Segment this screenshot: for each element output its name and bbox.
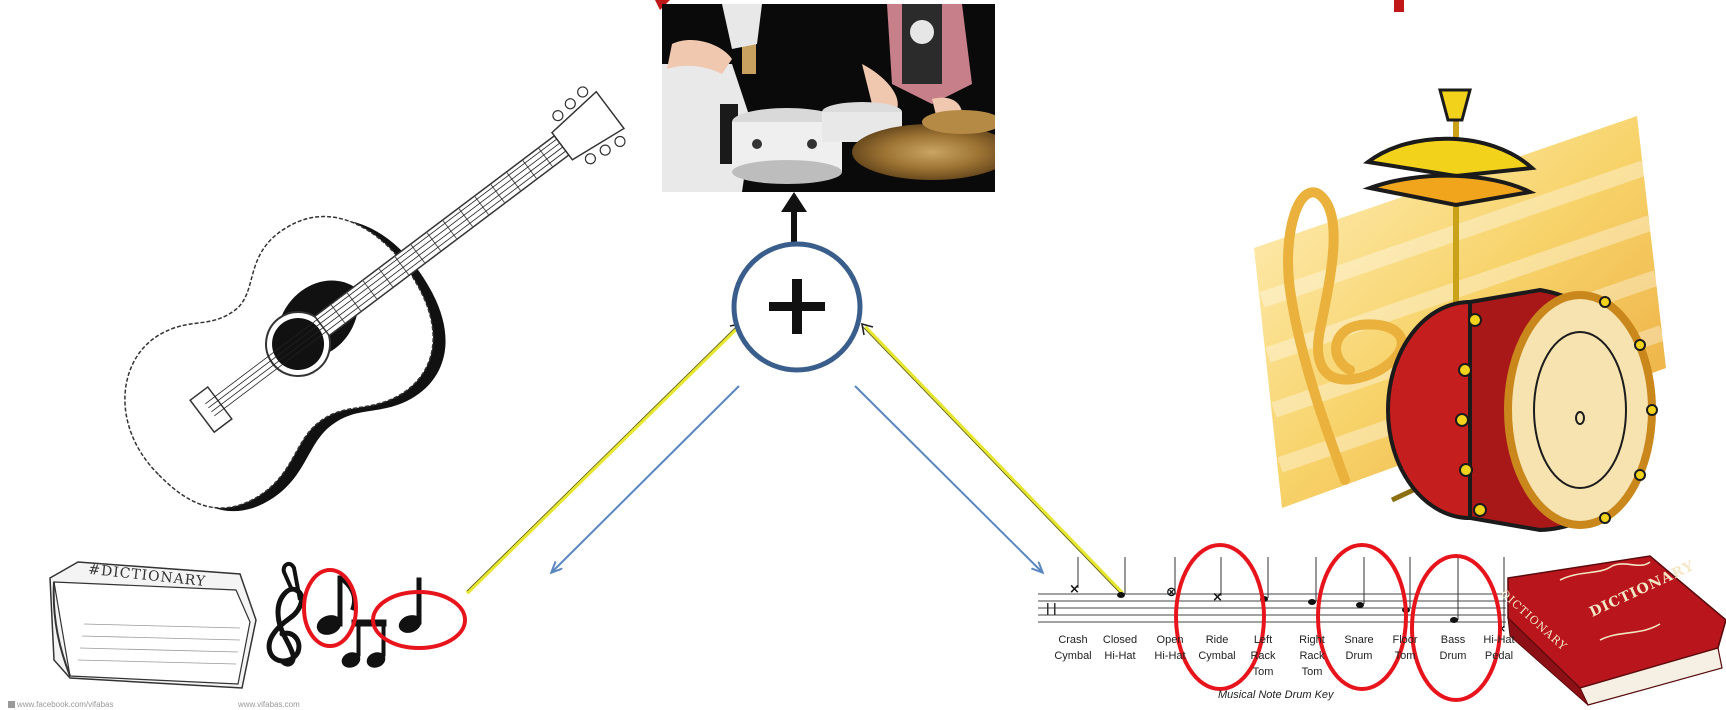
right-dictionary-book <box>1507 555 1726 706</box>
plus-circle <box>731 241 863 373</box>
treble-clef-icon <box>266 586 305 667</box>
drum-key-label: Snare Drum <box>1344 634 1374 662</box>
drum-key-label: Closed Hi-Hat <box>1102 634 1138 662</box>
blue-arrow-left <box>552 385 740 572</box>
bass-drum-cymbal-clipart <box>1254 88 1666 533</box>
drum-key-label: Floor Tom <box>1392 634 1418 662</box>
highlight-snare-drum <box>1316 543 1408 691</box>
highlight-bass-drum <box>1410 554 1502 702</box>
left-dictionary-book <box>49 561 257 689</box>
drum-key-label: Hi-Hat Pedal <box>1483 634 1515 662</box>
highlight-quarter-note <box>371 590 467 650</box>
footer-left: www.facebook.com/vifabas <box>8 700 114 709</box>
facebook-icon <box>8 701 15 708</box>
yellow-arrow-left <box>465 322 742 595</box>
drum-key-label: Right Rack Tom <box>1299 634 1325 678</box>
band-photo <box>662 4 1012 192</box>
plus-icon <box>769 279 825 334</box>
drum-key-label: Crash Cymbal <box>1054 634 1092 662</box>
highlight-ride-cymbal <box>1174 543 1266 691</box>
quarter-note-icon <box>398 577 422 633</box>
drum-key-label: Ride Cymbal <box>1198 634 1236 662</box>
drum-key-caption: Musical Note Drum Key <box>1218 689 1334 701</box>
svg-text:⊗: ⊗ <box>1166 585 1177 600</box>
eighth-note-icon <box>316 575 357 635</box>
acoustic-guitar-illustration <box>124 86 626 512</box>
blue-arrow-right <box>854 385 1042 572</box>
yellow-arrow-right <box>860 322 1124 595</box>
beamed-notes-icon <box>341 619 387 668</box>
drum-key-label: Open Hi-Hat <box>1154 634 1186 662</box>
svg-text:×: × <box>1212 590 1223 605</box>
up-arrow <box>781 192 807 244</box>
drum-key-label: Left Rack Tom <box>1250 634 1276 678</box>
highlight-eighth-note <box>302 568 358 648</box>
drum-key-label: Bass Drum <box>1439 634 1467 662</box>
svg-text:×: × <box>1069 582 1080 597</box>
drum-key-staff: × ⊗ × × <box>1038 557 1506 635</box>
footer-right: www.vifabas.com <box>238 700 300 709</box>
music-notes <box>266 561 422 668</box>
